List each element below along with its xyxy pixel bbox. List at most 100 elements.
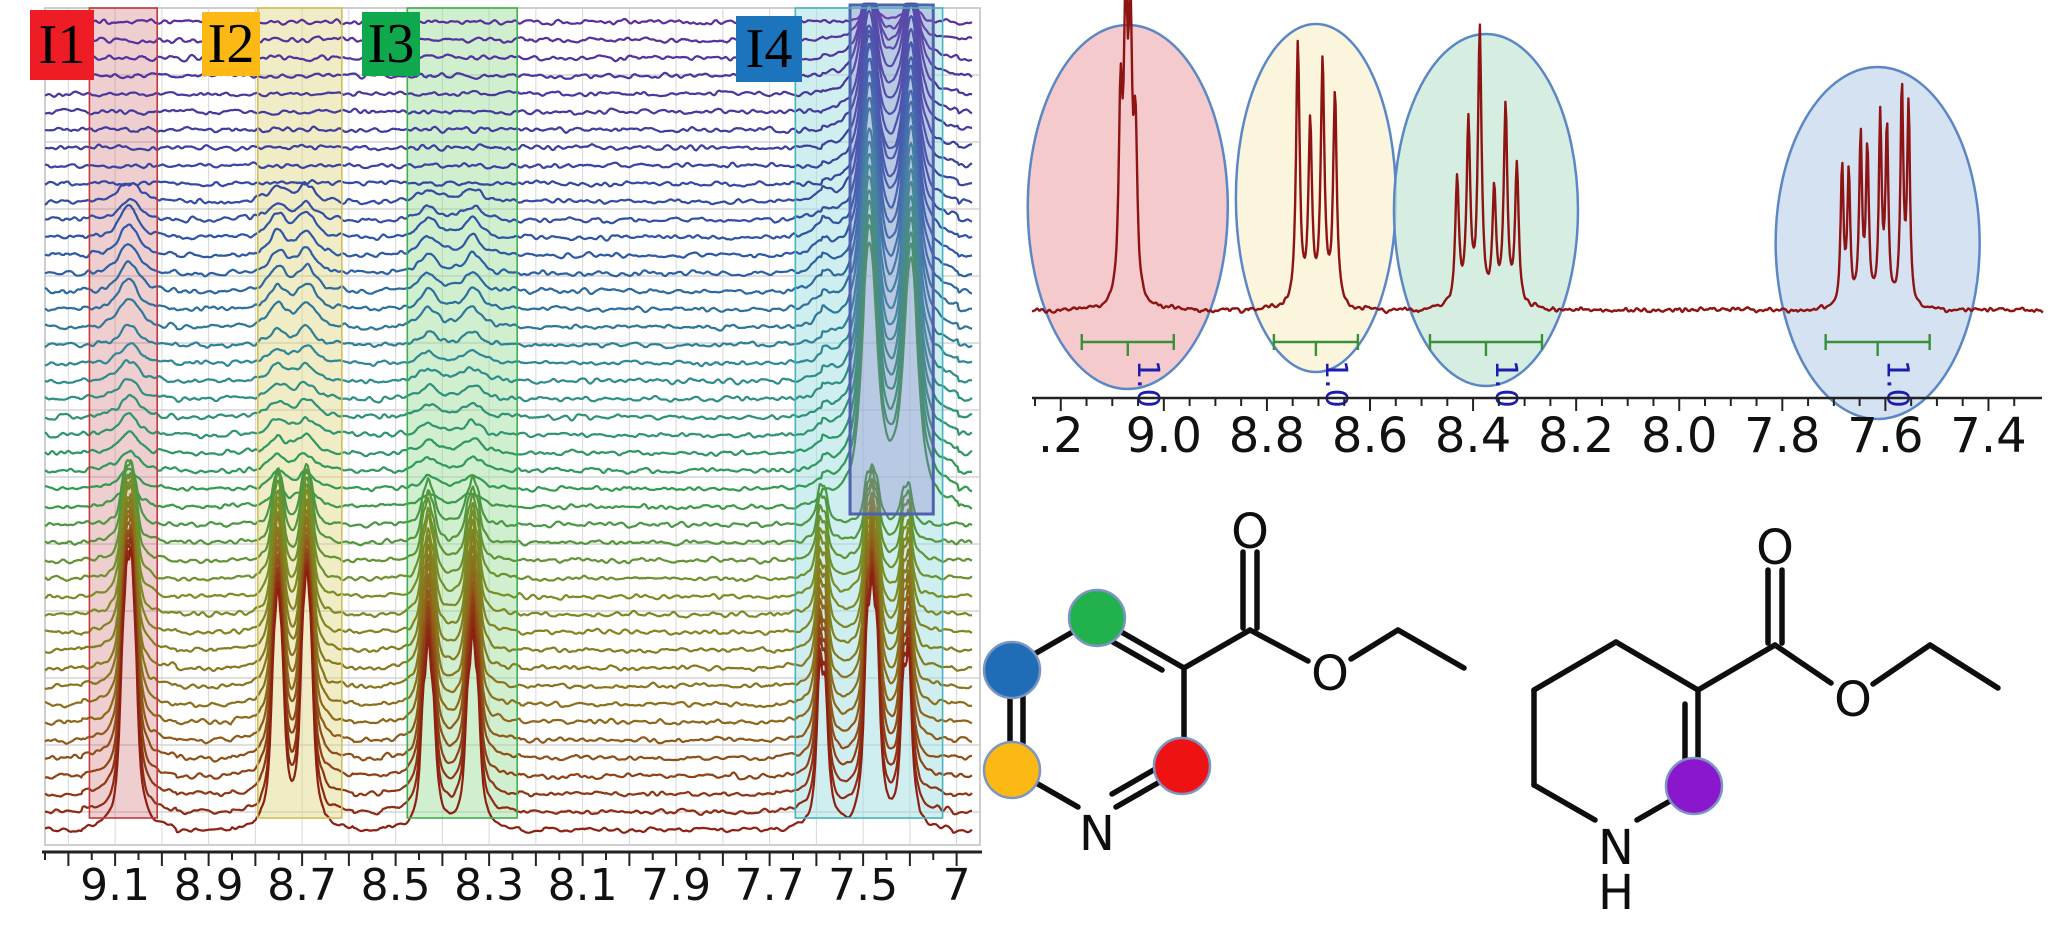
band-I1 [88, 7, 158, 819]
dot-red [1152, 736, 1212, 796]
nmr-trace [44, 9, 973, 152]
x-tick-label: 8.6 [1332, 408, 1408, 464]
band-I4 [794, 7, 944, 819]
x-tick-label: 7.9 [641, 860, 711, 911]
x-tick-label: 8.5 [361, 860, 431, 911]
region-label-I2: I2 [202, 12, 260, 76]
nmr-trace [44, 164, 973, 404]
region-label-I1-text: I1 [38, 14, 86, 76]
peak-ellipse [1026, 23, 1230, 391]
atom-label: O [1231, 504, 1269, 560]
bond [1531, 639, 1619, 693]
nmr-trace [44, 127, 973, 350]
bond [1531, 782, 1598, 823]
nmr-trace [44, 175, 973, 422]
atom-label: O [1756, 520, 1794, 576]
nmr-trace [44, 70, 973, 278]
x-tick-label: 9.1 [80, 860, 150, 911]
bond [1395, 627, 1467, 671]
nmr-trace [44, 34, 973, 188]
nmr-trace [44, 189, 973, 440]
x-tick-label: 8.2 [1538, 408, 1614, 464]
nmr-trace [44, 45, 973, 242]
atom-label: H [1598, 865, 1634, 921]
bond [1103, 635, 1165, 673]
nmr-trace [44, 548, 973, 834]
integration-bracket [1824, 334, 1931, 356]
dot-green [1067, 588, 1127, 648]
atom-label: O [1834, 672, 1872, 728]
bond [1870, 642, 1933, 687]
integration-bracket [1272, 334, 1360, 356]
nmr-trace [44, 57, 973, 260]
dot-blue [982, 640, 1042, 700]
nmr-trace [44, 153, 973, 386]
band-I3 [406, 7, 518, 819]
tetrahydropyridine-ester-structure: O O NH [1531, 520, 2001, 921]
integration-bracket [1080, 334, 1175, 356]
nmr-trace [44, 96, 972, 314]
x-tick-label: 7.4 [1950, 408, 2026, 464]
x-tick-label: 8.1 [548, 860, 618, 911]
bond [1927, 642, 2001, 691]
nmr-trace-stack [44, 2, 973, 834]
bond [1348, 627, 1401, 662]
nmr-trace [44, 471, 973, 565]
atom-label: N [1598, 820, 1634, 876]
band-I2 [256, 7, 343, 819]
pyridine-ester-structure: OON [982, 504, 1467, 862]
integration-bracket [1428, 334, 1544, 356]
x-tick-label: 8.7 [267, 860, 337, 911]
x-tick-label: 7.5 [828, 860, 898, 911]
region-label-I3-text: I3 [367, 13, 415, 75]
dot-yellow [982, 740, 1042, 800]
nmr-trace [44, 2, 973, 45]
molecule-structures: O O NO O NH [982, 504, 2001, 921]
integration-value: 1.0 [1130, 360, 1165, 408]
region-label-I3: I3 [362, 12, 420, 76]
region-label-I2-text: I2 [207, 13, 255, 75]
nmr-trace [44, 2, 973, 116]
x-tick-label: 7.6 [1847, 408, 1923, 464]
x-tick-label: .2 [1038, 408, 1084, 464]
peak-ellipse [1234, 22, 1398, 374]
nmr-trace [45, 2, 973, 134]
nmr-trace [44, 474, 973, 583]
nmr-trace [44, 42, 973, 225]
nmr-trace [44, 214, 973, 475]
dot-purple [1664, 756, 1724, 816]
nmr-trace [44, 461, 973, 547]
bond [1181, 627, 1253, 671]
x-tick-label: 7.7 [735, 860, 805, 911]
integration-value: 1.0 [1318, 360, 1353, 408]
bond [1695, 642, 1778, 693]
nmr-trace [44, 140, 973, 368]
integration-value: 1.0 [1488, 360, 1523, 408]
x-tick-label: 7.8 [1744, 408, 1820, 464]
region-label-I4-text: I4 [745, 18, 793, 80]
peak-ellipse [1392, 32, 1580, 388]
x-tick-label: 9.0 [1126, 408, 1202, 464]
nmr-trace [44, 199, 973, 458]
nmr-trace [44, 29, 973, 206]
atom-label: O [1311, 646, 1349, 702]
nmr-trace [44, 2, 973, 63]
x-tick-label: 7 [943, 860, 971, 911]
region-label-I4: I4 [736, 16, 802, 82]
reference-nmr-trace [1031, 0, 2044, 315]
nmr-trace [44, 224, 973, 493]
x-tick-label: 8.0 [1641, 408, 1717, 464]
product-region-box [848, 3, 935, 516]
nmr-trace [44, 2, 973, 80]
x-tick-label: 8.4 [1435, 408, 1511, 464]
nmr-trace [44, 82, 973, 295]
nmr-trace [44, 2, 973, 27]
nmr-trace [44, 107, 973, 332]
x-tick-label: 8.9 [174, 860, 244, 911]
region-label-I1: I1 [30, 10, 94, 80]
